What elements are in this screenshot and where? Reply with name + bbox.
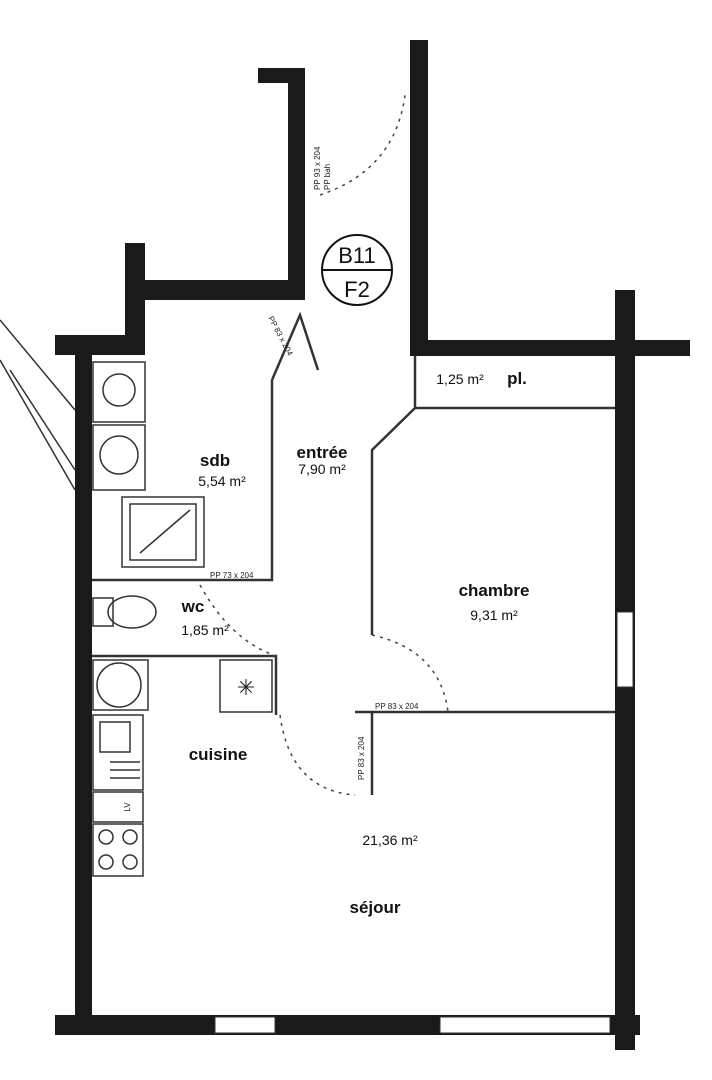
wall-entry-left	[288, 68, 305, 300]
cooktop	[92, 823, 144, 877]
room-sejour-area: 21,36 m²	[362, 832, 418, 848]
room-wc-area: 1,85 m²	[181, 622, 229, 638]
window-sejour-right	[439, 1016, 611, 1034]
sink-2	[92, 424, 146, 491]
shower-drain-line	[139, 509, 191, 554]
sdb-wall	[92, 380, 274, 582]
drainboard-lines	[110, 761, 140, 779]
door-label-chambre: PP 83 x 204	[375, 702, 419, 711]
window-chambre	[616, 611, 634, 688]
wall-top-left	[55, 335, 145, 355]
balcony-lines	[0, 319, 76, 491]
room-sejour-name: séjour	[349, 898, 400, 917]
badge: B11 F2	[321, 234, 393, 306]
room-sdb-name: sdb	[200, 451, 230, 470]
door-label-sejour: PP 83 x 204	[357, 736, 366, 780]
room-sdb-area: 5,54 m²	[198, 473, 246, 489]
sink-2-basin-icon	[99, 435, 139, 475]
sink-1-basin-icon	[102, 373, 136, 407]
entry-door-swing	[319, 94, 406, 196]
wall-left	[75, 340, 92, 1035]
badge-type: F2	[344, 277, 370, 302]
wall-sdb-left	[125, 243, 145, 355]
kitchen-basin	[99, 721, 131, 753]
sdb-door-leaf	[270, 311, 320, 381]
partitions	[92, 311, 615, 795]
room-chambre-name: chambre	[459, 581, 530, 600]
toilet-tank	[92, 597, 114, 627]
wall-sdb-top	[125, 280, 305, 300]
room-labels: entrée 7,90 m² sdb 5,54 m² wc 1,85 m² cu…	[181, 369, 530, 917]
door-label-entry: PP 93 x 204	[313, 146, 322, 190]
room-placard-name: pl.	[507, 369, 527, 388]
kitchen-sink	[92, 714, 144, 791]
wc-door-swing	[199, 584, 277, 657]
badge-building: B11	[338, 243, 376, 268]
toilet-icon	[107, 595, 157, 629]
fixtures: ✳ LV	[92, 361, 273, 877]
shower	[121, 496, 205, 568]
boiler-symbol-icon: ✳	[237, 675, 255, 700]
chambre-wall-left	[370, 407, 416, 635]
window-sejour-left	[214, 1016, 276, 1034]
walls	[55, 40, 690, 1050]
shower-tray	[129, 503, 197, 561]
door-label-wc: PP 73 x 204	[210, 571, 254, 580]
wall-entry-cap	[258, 68, 298, 83]
sejour-door-swing	[279, 714, 356, 796]
chambre-door-swing	[371, 634, 449, 713]
washer	[92, 659, 149, 711]
dishwasher	[92, 791, 144, 823]
sink-1	[92, 361, 146, 423]
dishwasher-label: LV	[123, 802, 132, 812]
wall-placard-top	[415, 340, 690, 356]
room-wc-name: wc	[181, 597, 205, 616]
boiler	[219, 659, 273, 713]
room-placard-area: 1,25 m²	[436, 371, 484, 387]
door-label-entry-sub: PP bah	[323, 164, 332, 190]
sejour-door-jamb	[355, 710, 374, 795]
door-swings	[199, 94, 449, 796]
room-chambre-area: 9,31 m²	[470, 607, 518, 623]
room-entree-name: entrée	[296, 443, 347, 462]
room-entree-area: 7,90 m²	[298, 461, 346, 477]
washer-drum-icon	[96, 662, 142, 708]
wall-entry-right	[410, 40, 428, 356]
windows	[0, 319, 634, 1034]
room-cuisine-name: cuisine	[189, 745, 248, 764]
